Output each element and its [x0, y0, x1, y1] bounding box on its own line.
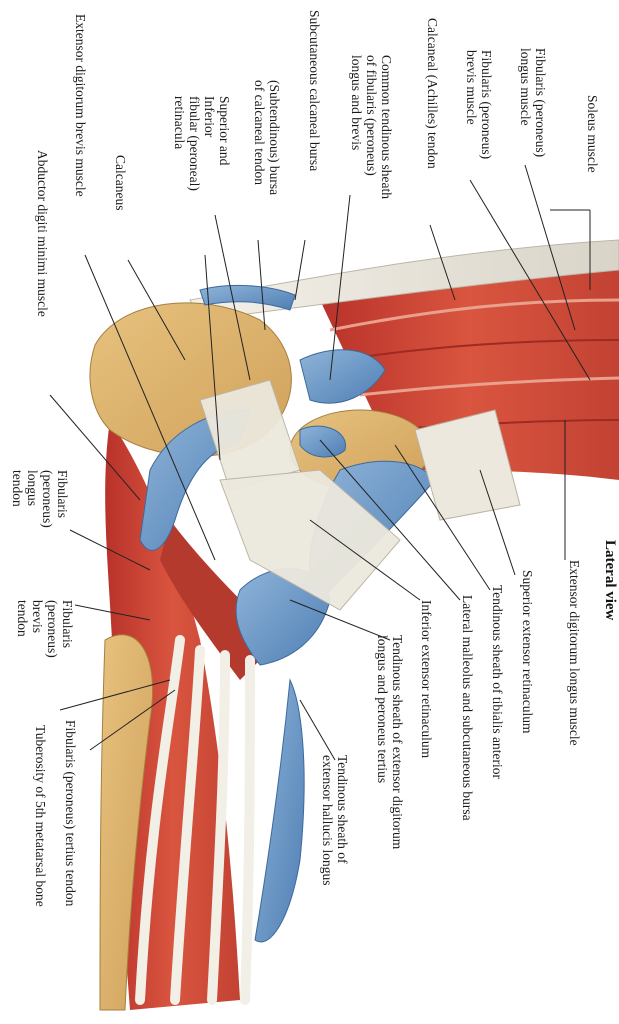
label-calcaneus: Calcaneus [113, 155, 128, 211]
label-fibularis-brevis-muscle: Fibularis (peroneus) brevis muscle [464, 50, 494, 160]
label-fibular-retinacula: Superior and Inferior fibular (peroneal)… [172, 96, 232, 191]
calcaneal-tendon [189, 239, 619, 321]
label-lateral-malleolus-bursa: Lateral malleolus and subcutaneous bursa [460, 595, 475, 821]
label-superior-extensor-retinaculum: Superior extensor retinaculum [520, 570, 535, 734]
retinacula [199, 379, 521, 611]
label-tendinous-sheath-tibialis: Tendinous sheath of tibialis anterior [490, 585, 505, 780]
label-calcaneal-tendon: Calcaneal (Achilles) tendon [425, 18, 440, 169]
label-sheath-extensor-digitorum: Tendinous sheath of extensor digitorum l… [375, 635, 405, 850]
label-fibularis-brevis-tendon: Fibularis (peroneus) brevis tendon [15, 600, 75, 658]
label-common-tendinous-sheath: Common tendinous sheath of fibularis (pe… [349, 55, 394, 199]
toe-tendons [135, 635, 255, 1005]
label-fibularis-tertius-tendon: Fibularis (peroneus) tertius tendon [63, 720, 78, 907]
label-fibularis-longus-tendon: Fibularis (peroneus) longus tendon [10, 470, 70, 528]
label-subcutaneous-calcaneal-bursa: Subcutaneous calcaneal bursa [307, 10, 322, 172]
label-extensor-digitorum-longus-muscle: Extensor digitorum longus muscle [567, 560, 582, 746]
label-tuberosity-5th-metatarsal: Tuberosity of 5th metatarsal bone [33, 725, 48, 907]
label-abductor-digiti-minimi: Abductor digiti minimi muscle [35, 150, 50, 317]
metatarsal-bone [99, 634, 154, 1011]
view-title: Lateral view [602, 540, 618, 621]
label-soleus: Soleus muscle [585, 95, 600, 173]
label-sheath-extensor-hallucis: Tendinous sheath of extensor hallucis lo… [320, 755, 350, 886]
label-fibularis-longus-muscle: Fibularis (peroneus) longus muscle [518, 48, 548, 158]
label-subtendinous-bursa: (Subtendinous) bursa of calcaneal tendon [252, 80, 282, 196]
leader-lines [49, 164, 591, 761]
label-extensor-digitorum-brevis: Extensor digitorum brevis muscle [73, 14, 88, 197]
label-inferior-extensor-retinaculum: Inferior extensor retinaculum [419, 600, 434, 759]
